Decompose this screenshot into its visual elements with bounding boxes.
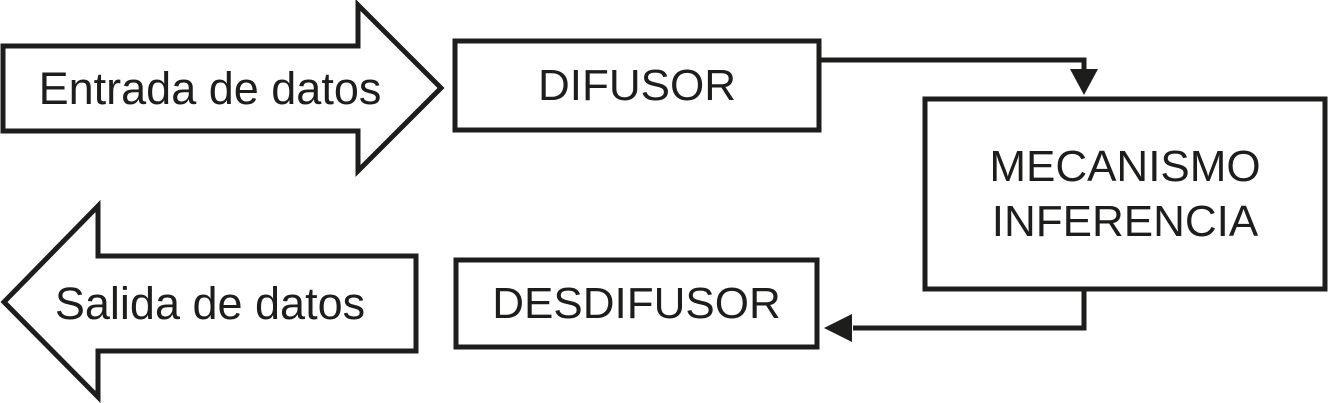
arrowhead-down-icon [1070, 69, 1098, 95]
mecanismo-box [922, 96, 1328, 292]
arrowhead-left-icon [824, 314, 852, 342]
entrada-label: Entrada de datos [38, 62, 382, 114]
difusor-box [452, 38, 822, 133]
salida-arrow-shape [0, 199, 419, 403]
mecanismo-label: MECANISMO INFERENCIA [925, 99, 1325, 289]
edge-mecanismo-to-desdifusor [853, 290, 1087, 331]
mecanismo-label-line1: MECANISMO [989, 142, 1261, 191]
mecanismo-label-line2: INFERENCIA [991, 197, 1259, 246]
salida-label: Salida de datos [54, 277, 366, 329]
desdifusor-box [453, 257, 820, 350]
desdifusor-label: DESDIFUSOR [492, 278, 781, 328]
edge-difusor-to-mecanismo [819, 57, 1087, 71]
entrada-arrow-shape [0, 0, 445, 178]
difusor-label: DIFUSOR [538, 60, 736, 110]
